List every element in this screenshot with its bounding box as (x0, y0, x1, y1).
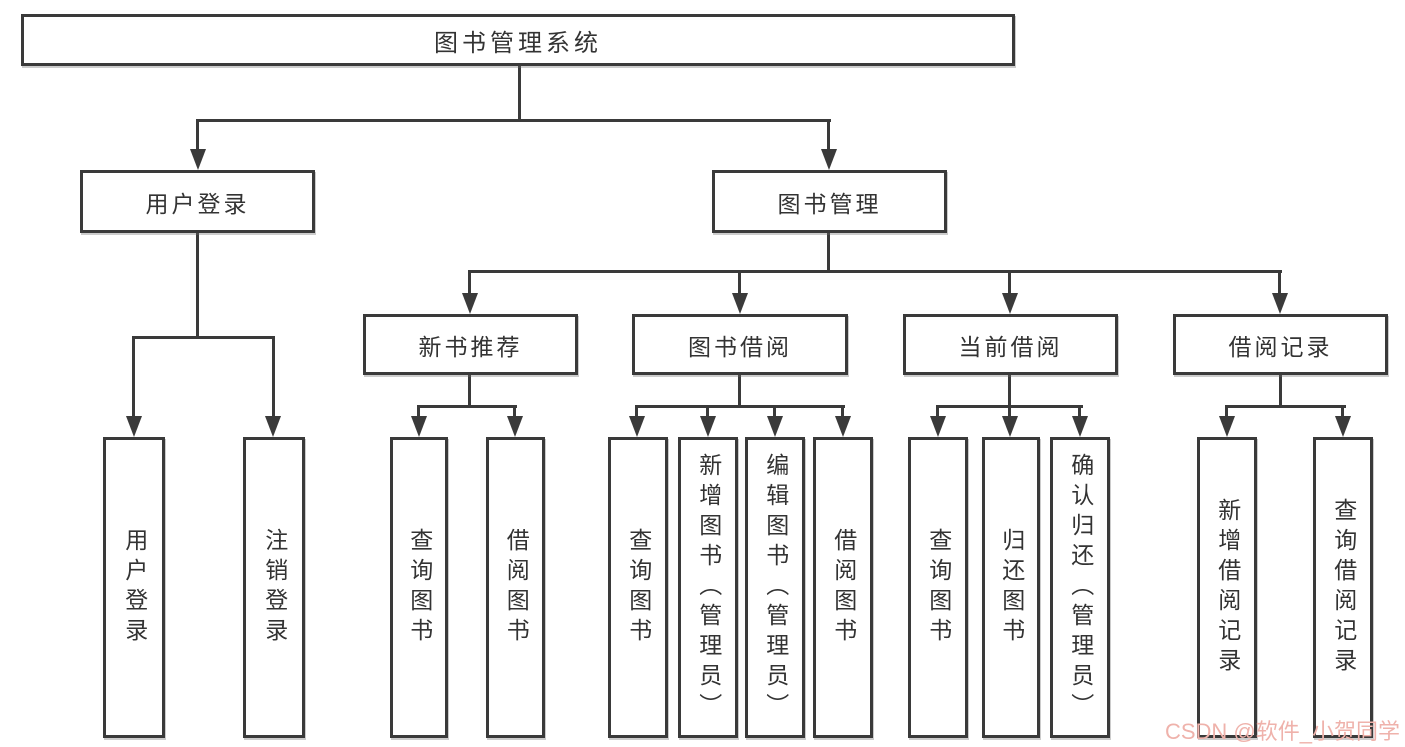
connector-line (1226, 405, 1346, 408)
connector-line (738, 375, 741, 407)
node-borrow-records: 借阅记录 (1173, 314, 1388, 375)
arrow-down-icon (190, 149, 206, 170)
node-label: 注销登录 (261, 527, 288, 648)
leaf-return-books: 归还图书 (982, 437, 1040, 738)
arrow-down-icon (1335, 416, 1351, 437)
node-new-book-recommend: 新书推荐 (363, 314, 578, 375)
node-label: 查询图书 (625, 527, 652, 648)
arrow-down-icon (462, 293, 478, 314)
arrow-down-icon (930, 416, 946, 437)
arrow-down-icon (1219, 416, 1235, 437)
connector-line (773, 405, 776, 419)
leaf-query-books-borrow: 查询图书 (608, 437, 668, 738)
arrow-down-icon (732, 293, 748, 314)
node-label: 用户登录 (121, 527, 148, 648)
connector-line (1008, 375, 1011, 407)
connector-line (196, 233, 199, 339)
node-label: 新书推荐 (418, 333, 523, 360)
arrow-down-icon (1002, 293, 1018, 314)
connector-line (518, 66, 521, 120)
connector-line (635, 405, 638, 419)
arrow-down-icon (507, 416, 523, 437)
node-label: 新增借阅记录 (1214, 497, 1241, 678)
node-label: 查询图书 (406, 527, 433, 648)
leaf-edit-books-admin: 编辑图书（管理员） (745, 437, 805, 738)
node-root: 图书管理系统 (21, 14, 1015, 66)
leaf-user-login: 用户登录 (103, 437, 165, 738)
connector-line (197, 119, 831, 122)
connector-line (936, 405, 939, 419)
connector-line (468, 270, 471, 296)
node-label: 图书管理 (777, 190, 882, 217)
node-current-borrow: 当前借阅 (903, 314, 1118, 375)
node-label: 新增图书（管理员） (695, 452, 722, 723)
leaf-logout: 注销登录 (243, 437, 305, 738)
node-label: 查询借阅记录 (1330, 497, 1357, 678)
connector-line (513, 405, 516, 419)
node-label: 确认归还（管理员） (1067, 452, 1094, 723)
arrow-down-icon (265, 416, 281, 437)
leaf-borrow-books: 借阅图书 (813, 437, 873, 738)
node-book-management: 图书管理 (712, 170, 947, 233)
arrow-down-icon (700, 416, 716, 437)
connector-line (636, 405, 845, 408)
connector-line (841, 405, 844, 419)
connector-line (738, 270, 741, 296)
connector-line (417, 405, 420, 419)
leaf-query-borrow-record: 查询借阅记录 (1313, 437, 1373, 738)
leaf-query-books-recommend: 查询图书 (390, 437, 448, 738)
csdn-watermark: CSDN @软件_小贺同学 (1164, 719, 1400, 744)
connector-line (1225, 405, 1228, 419)
node-label: 图书借阅 (688, 333, 792, 360)
arrow-down-icon (767, 416, 783, 437)
connector-line (272, 336, 275, 420)
connector-line (418, 405, 517, 408)
arrow-down-icon (629, 416, 645, 437)
connector-line (1008, 405, 1011, 419)
arrow-down-icon (411, 416, 427, 437)
connector-line (1341, 405, 1344, 419)
arrow-down-icon (821, 149, 837, 170)
connector-line (1278, 270, 1281, 296)
connector-line (827, 119, 830, 155)
leaf-query-books-current: 查询图书 (908, 437, 968, 738)
connector-line (133, 336, 275, 339)
leaf-add-borrow-record: 新增借阅记录 (1197, 437, 1257, 738)
connector-line (468, 375, 471, 407)
node-label: 用户登录 (145, 190, 250, 217)
arrow-down-icon (835, 416, 851, 437)
node-label: 图书管理系统 (434, 29, 602, 57)
leaf-confirm-return-admin: 确认归还（管理员） (1050, 437, 1110, 738)
node-label: 编辑图书（管理员） (762, 452, 789, 723)
connector-line (469, 270, 1282, 273)
connector-line (1078, 405, 1081, 419)
arrow-down-icon (126, 416, 142, 437)
connector-line (827, 233, 830, 273)
arrow-down-icon (1072, 416, 1088, 437)
node-label: 归还图书 (998, 527, 1025, 648)
arrow-down-icon (1272, 293, 1288, 314)
arrow-down-icon (1002, 416, 1018, 437)
connector-line (196, 119, 199, 155)
connector-line (706, 405, 709, 419)
node-user-login: 用户登录 (80, 170, 315, 233)
leaf-add-books-admin: 新增图书（管理员） (678, 437, 738, 738)
node-label: 借阅图书 (830, 527, 857, 648)
connector-line (1008, 270, 1011, 296)
node-label: 当前借阅 (958, 333, 1063, 360)
connector-line (1279, 375, 1282, 407)
node-label: 查询图书 (925, 527, 952, 648)
connector-line (132, 336, 135, 420)
leaf-borrow-books-recommend: 借阅图书 (486, 437, 545, 738)
node-book-borrow: 图书借阅 (632, 314, 848, 375)
node-label: 借阅记录 (1228, 333, 1333, 360)
node-label: 借阅图书 (503, 527, 530, 648)
